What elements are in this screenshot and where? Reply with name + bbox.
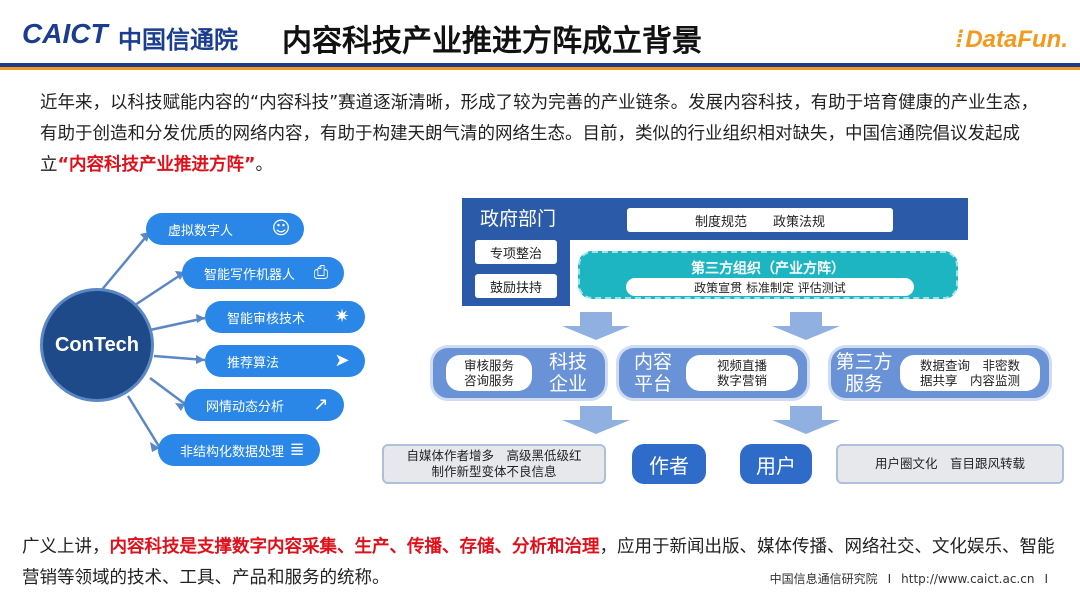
third-party-org-title: 第三方组织（产业方阵） [691, 261, 845, 277]
third-service-items: 数据查询 非密数据共享 内容监测 [900, 355, 1040, 391]
page-title: 内容科技产业推进方阵成立背景 [282, 24, 702, 59]
printer-icon: ⎙ [313, 262, 329, 283]
paper-plane-icon: ➤ [334, 350, 350, 371]
conclusion-paragraph: 广义上讲，内容科技是支撑数字内容采集、生产、传播、存储、分析和治理，应用于新闻出… [22, 537, 1055, 588]
tech-pill-unstructured-data: 非结构化数据处理 ≣ [158, 434, 320, 466]
footer-url[interactable]: http://www.caict.ac.cn [901, 572, 1035, 586]
footer-org: 中国信息通信研究院 [769, 572, 878, 586]
third-party-org-functions: 政策宣贯 标准制定 评估测试 [626, 278, 914, 296]
tech-pill-writing-robot: 智能写作机器人 ⎙ [182, 257, 344, 289]
author-node: 作者 [632, 444, 706, 484]
tech-pill-moderation: 智能审核技术 ✷ [205, 301, 365, 333]
caict-logo-cn: 中国信通院 [118, 26, 238, 54]
gov-title: 政府部门 [480, 208, 557, 230]
tech-pill-sentiment: 网情动态分析 ↗ [184, 389, 344, 421]
caict-logo: CAICT [22, 18, 108, 49]
bad-content-box: 自媒体作者增多 高级黑低级红制作新型变体不良信息 [382, 444, 606, 484]
header-divider-orange [0, 67, 1080, 70]
user-node: 用户 [740, 444, 812, 484]
contech-hub: ConTech [40, 288, 154, 402]
head-brain-icon: ☺ [271, 218, 291, 239]
conclusion-highlight: 内容科技是支撑数字内容采集、生产、传播、存储、分析和治理 [109, 537, 600, 557]
gov-support: 鼓励扶持 [475, 274, 557, 298]
content-platform-services: 视频直播数字营销 [686, 355, 798, 391]
gov-policy-box: 制度规范政策法规 [627, 208, 893, 232]
tech-pill-virtual-human: 虚拟数字人 ☺ [146, 213, 304, 245]
tech-company-label: 科技企业 [548, 351, 587, 395]
user-behavior-box: 用户圈文化 盲目跟风转载 [836, 444, 1064, 484]
database-icon: ≣ [289, 439, 305, 460]
datafun-logo: ⁞DataFun. [955, 26, 1068, 53]
tech-company-services: 审核服务咨询服务 [446, 355, 532, 391]
content-platform-label: 内容平台 [633, 351, 672, 395]
trend-chart-icon: ↗ [313, 394, 329, 415]
intro-highlight: “内容科技产业推进方阵” [57, 155, 256, 175]
intro-paragraph: 近年来，以科技赋能内容的“内容科技”赛道逐渐清晰，形成了较为完善的产业链条。发展… [40, 93, 1039, 175]
header: CAICT 中国信通院 内容科技产业推进方阵成立背景 ⁞DataFun. [0, 0, 1080, 70]
header-divider-blue [0, 63, 1080, 67]
third-service-label: 第三方服务 [835, 351, 893, 395]
alarm-icon: ✷ [334, 306, 350, 327]
tech-pill-recommendation: 推荐算法 ➤ [205, 345, 365, 377]
gov-special-rectification: 专项整治 [475, 240, 557, 264]
datafun-dots-icon: ⁞ [955, 26, 964, 53]
